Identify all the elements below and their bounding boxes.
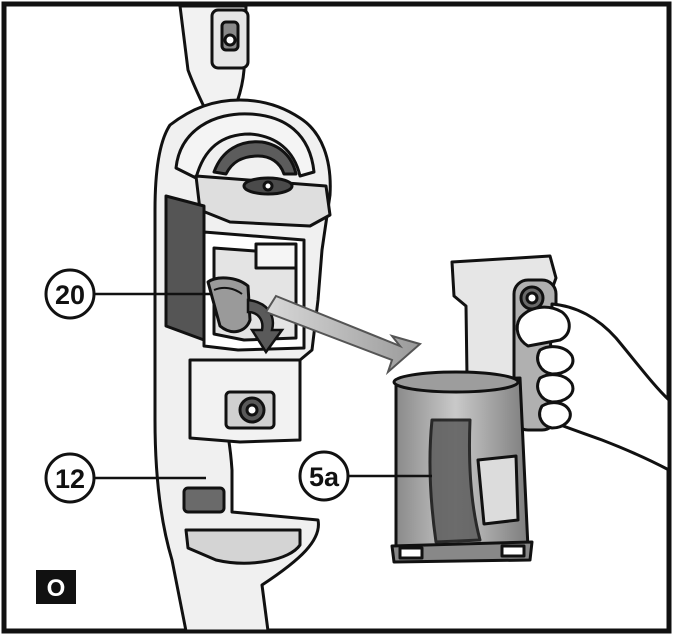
- panel-label: O: [47, 575, 66, 602]
- release-button: [206, 276, 252, 334]
- bin-base-foot-right: [500, 544, 526, 558]
- cap-dot: [262, 180, 274, 192]
- callout-5a-circle: [298, 450, 350, 502]
- side-grill: [164, 194, 206, 342]
- finger-2: [536, 373, 575, 404]
- foot-rest: [184, 528, 302, 565]
- carry-handle: [174, 112, 316, 180]
- finger-3: [538, 401, 572, 430]
- release-lever-edge: [213, 286, 243, 295]
- callout-5a-label: 5a: [309, 462, 340, 492]
- press-arrow: [246, 298, 285, 355]
- tube-screw: [223, 33, 237, 47]
- finger-1: [536, 345, 575, 376]
- bin-base: [390, 540, 534, 564]
- foot-slot: [182, 486, 226, 514]
- panel-label-box: [36, 570, 76, 604]
- bin-base-foot: [398, 546, 424, 560]
- callout-12-circle: [44, 452, 96, 504]
- user-hand: [515, 302, 671, 472]
- lower-knob-center: [245, 403, 259, 417]
- hand-thumb: [515, 305, 571, 348]
- bin-rim: [392, 370, 520, 394]
- callout-12-label: 12: [55, 464, 85, 494]
- bin-highlight: [476, 454, 520, 526]
- handle-recess: [212, 140, 298, 176]
- main-body: [153, 4, 332, 633]
- callout-20-label: 20: [55, 280, 85, 310]
- callout-20-circle: [44, 268, 96, 320]
- latch-button-center: [525, 291, 539, 305]
- hand-palm: [546, 302, 671, 472]
- bin-cyclone: [428, 418, 482, 544]
- removal-arrow: [264, 294, 423, 376]
- dock-slot: [254, 242, 298, 270]
